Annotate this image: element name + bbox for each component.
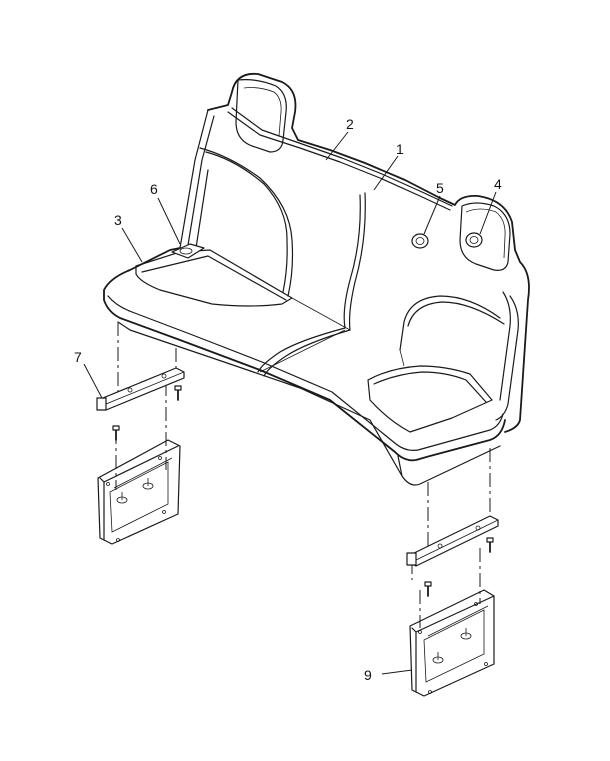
callout-2: 2: [346, 116, 354, 132]
headrest-guide-4: [465, 232, 483, 248]
left-mounting-bracket: [96, 367, 185, 441]
right-mounting-bracket: [406, 515, 499, 597]
leader-2: [325, 131, 349, 161]
bolt: [174, 385, 182, 401]
seat-cushion: [103, 243, 506, 486]
leader-5: [423, 195, 441, 235]
bolt: [112, 425, 120, 441]
left-base-frame: [97, 439, 181, 545]
bolt: [486, 537, 494, 553]
callout-7: 7: [74, 349, 82, 365]
leader-3: [121, 227, 143, 263]
callout-1: 1: [396, 141, 404, 157]
leader-4: [479, 191, 497, 235]
leader-9: [381, 669, 413, 675]
leader-1: [373, 155, 399, 191]
leader-6: [157, 197, 181, 245]
bolt: [424, 581, 432, 597]
headrest-guide-5: [411, 233, 429, 249]
callout-leaders: [83, 131, 497, 675]
callout-9: 9: [364, 667, 372, 683]
leader-7: [83, 363, 103, 399]
callout-6: 6: [150, 181, 158, 197]
right-base-frame: [409, 589, 495, 697]
seat-back: [179, 72, 530, 433]
callout-4: 4: [494, 176, 502, 192]
callout-3: 3: [114, 212, 122, 228]
callout-5: 5: [436, 180, 444, 196]
seatbelt-anchor-6: [171, 243, 205, 259]
callout-labels: 1 2 3 4 5 6 7 9: [74, 116, 502, 683]
assembly-alignment-lines: [115, 322, 491, 628]
